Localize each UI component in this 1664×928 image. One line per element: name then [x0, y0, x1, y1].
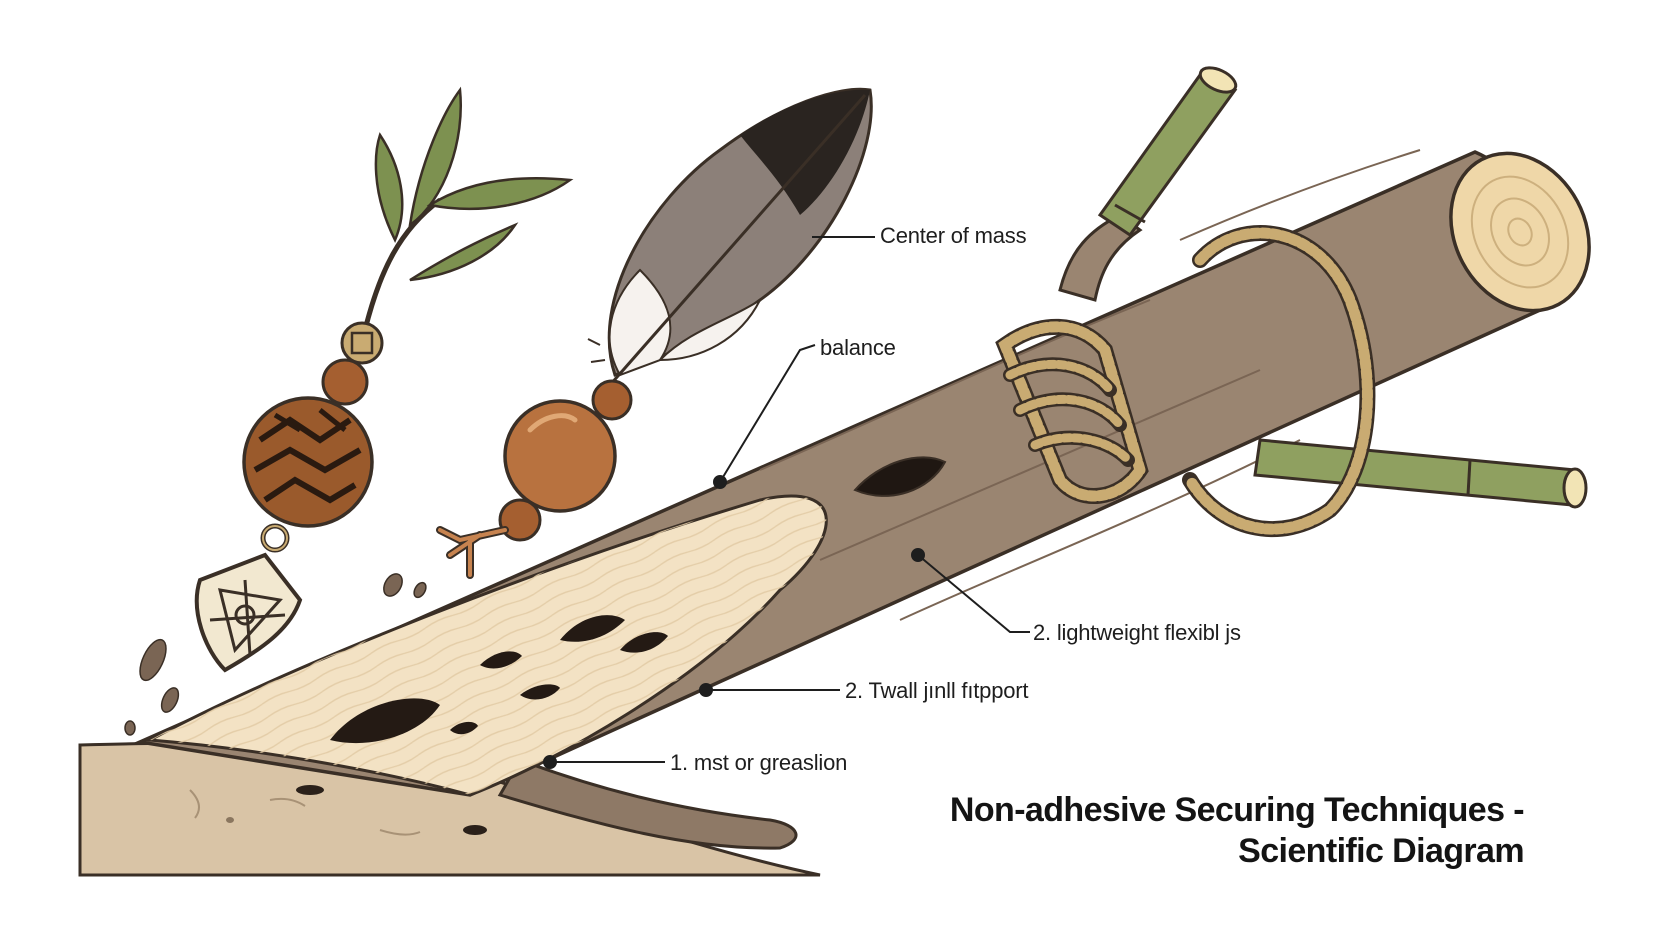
callout-mst: 1. mst or greaslion	[670, 750, 848, 775]
pendant-charm-icon	[194, 523, 303, 673]
callout-twall: 2. Twall jınll fıtpport	[845, 678, 1029, 703]
feather-icon	[587, 87, 873, 403]
callout-center-of-mass: Center of mass	[880, 223, 1027, 248]
branch-stub	[497, 758, 798, 850]
log-icon	[133, 149, 1591, 797]
title-line-2: Scientific Diagram	[1238, 832, 1524, 870]
wood-chips	[124, 573, 427, 736]
leaf-sprig-icon	[362, 86, 574, 331]
carved-bead-icon	[242, 321, 384, 528]
callout-lines	[543, 236, 1030, 769]
rope-icon	[995, 225, 1376, 538]
wooden-bead-icon	[436, 379, 633, 579]
callout-balance: balance	[820, 335, 896, 360]
leader-lightweight	[917, 554, 1030, 633]
bamboo-stick-icon	[1097, 66, 1588, 509]
title-line-1: Non-adhesive Securing Techniques -	[949, 791, 1525, 829]
callout-lightweight: 2. lightweight flexibl js	[1033, 620, 1241, 645]
diagram-title: Non-adhesive Securing Techniques - Scien…	[949, 790, 1525, 872]
leader-balance	[719, 344, 816, 483]
